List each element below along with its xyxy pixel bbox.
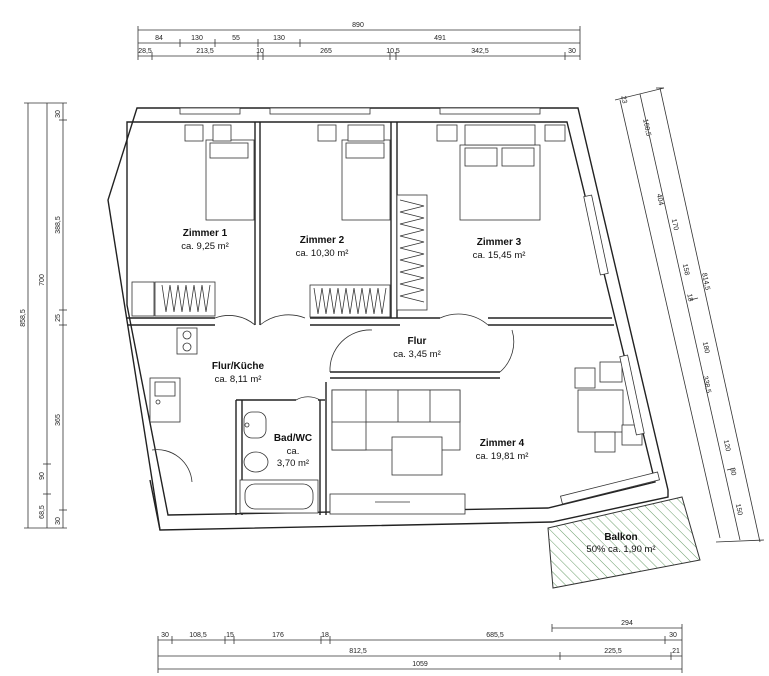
coffee-table-icon: [391, 436, 443, 476]
room-area-zimmer1: ca. 9,25 m²: [181, 241, 229, 252]
dim-right-mid: 338,5: [701, 375, 712, 394]
dim-left-inner: 388,5: [55, 216, 62, 234]
dim-left-inner: 30: [55, 110, 62, 118]
interior-walls: [127, 122, 614, 531]
dim-top-row3: 28,5: [138, 48, 152, 55]
room-area-zimmer3: ca. 15,45 m²: [473, 250, 526, 261]
dim-bottom-row3: 21: [672, 648, 680, 655]
furniture: [131, 107, 660, 515]
dimension-lines-bottom: 294 30 108,5 15 176 18 685,5 30 812,5 22…: [157, 620, 683, 673]
room-name-zimmer4: Zimmer 4: [480, 438, 525, 449]
dim-top-row3: 30: [568, 48, 576, 55]
toilet-icon: [243, 451, 269, 473]
dim-top-row3: 10: [256, 48, 264, 55]
dim-left-inner: 25: [55, 314, 62, 322]
dim-right-inner: 180: [701, 341, 710, 354]
room-area-flur: ca. 3,45 m²: [393, 349, 441, 360]
room-area-badwc-line1: ca.: [287, 446, 300, 457]
dim-bottom-row3: 225,5: [604, 648, 622, 655]
tv-board-icon: [329, 493, 466, 515]
dim-top-row3: 342,5: [471, 48, 489, 55]
dim-top-row2: 130: [273, 35, 285, 42]
washbasin-icon: [243, 411, 267, 439]
dimension-lines-left: 858,5 700 90 68,5 30 388,5 25 365 30: [20, 102, 67, 529]
dim-right-mid: 150: [734, 503, 743, 516]
stove-icon: [176, 327, 198, 355]
dim-bottom-row2: 30: [161, 632, 169, 639]
dim-right-inner: 120: [722, 439, 731, 452]
dim-top-row2: 491: [434, 35, 446, 42]
dim-bottom-row2: 108,5: [189, 632, 207, 639]
dim-bottom-row1: 294: [621, 620, 633, 627]
dim-bottom-row2: 30: [669, 632, 677, 639]
dining-table-icon: [577, 389, 624, 433]
door-swings: [151, 313, 515, 483]
dim-bottom-row2: 15: [226, 632, 234, 639]
wardrobe-icon: [154, 281, 216, 317]
room-name-flurkueche: Flur/Küche: [212, 361, 265, 372]
balcony: [547, 496, 701, 589]
dim-right-inner: 23: [619, 95, 627, 104]
room-name-zimmer1: Zimmer 1: [183, 228, 228, 239]
dim-bottom-total: 1059: [412, 661, 428, 668]
dim-right-outer: 814,5: [700, 272, 711, 291]
room-area-zimmer4: ca. 19,81 m²: [476, 451, 529, 462]
room-name-badwc: Bad/WC: [274, 433, 312, 444]
dim-right-mid: 160,5: [641, 118, 652, 137]
dim-bottom-row3: 812,5: [349, 648, 367, 655]
dim-left-mid: 700: [39, 274, 46, 286]
dim-left-inner: 365: [55, 414, 62, 426]
dim-top-row3: 265: [320, 48, 332, 55]
room-name-flur: Flur: [408, 336, 427, 347]
room-name-zimmer3: Zimmer 3: [477, 237, 522, 248]
dim-right-inner: 170: [670, 218, 679, 231]
dim-right-inner: 30: [728, 467, 736, 476]
room-name-balkon: Balkon: [604, 532, 637, 543]
room-area-zimmer2: ca. 10,30 m²: [296, 248, 349, 259]
dimension-lines-top: 890 84 130 55 130 491 28,5 213,5 10 265 …: [137, 22, 581, 60]
dim-left-mid: 68,5: [39, 505, 46, 519]
dim-top-row2: 130: [191, 35, 203, 42]
dim-bottom-row2: 176: [272, 632, 284, 639]
dim-left-inner: 30: [55, 517, 62, 525]
dimension-lines-right: 814,5 160,5 404 338,5 150 23 170 158 18 …: [614, 87, 765, 543]
room-area-flurkueche: ca. 8,11 m²: [215, 374, 262, 385]
dim-bottom-row2: 18: [321, 632, 329, 639]
dim-top-total: 890: [352, 22, 364, 29]
room-name-zimmer2: Zimmer 2: [300, 235, 345, 246]
outer-walls: [107, 107, 669, 531]
dim-bottom-row2: 685,5: [486, 632, 504, 639]
dim-top-row3: 213,5: [196, 48, 214, 55]
dim-left-mid: 90: [39, 472, 46, 480]
dim-top-row2: 84: [155, 35, 163, 42]
dim-top-row3: 10,5: [386, 48, 400, 55]
room-area-badwc-line2: 3,70 m²: [277, 458, 309, 469]
dim-left-outer: 858,5: [20, 309, 27, 327]
dim-right-inner: 18: [685, 293, 693, 302]
dim-top-row2: 55: [232, 35, 240, 42]
room-labels: Zimmer 1 ca. 9,25 m² Zimmer 2 ca. 10,30 …: [181, 228, 655, 555]
dim-right-inner: 158: [681, 263, 690, 276]
dim-right-mid: 404: [655, 193, 664, 206]
room-area-balkon: 50% ca. 1,90 m²: [586, 544, 655, 555]
